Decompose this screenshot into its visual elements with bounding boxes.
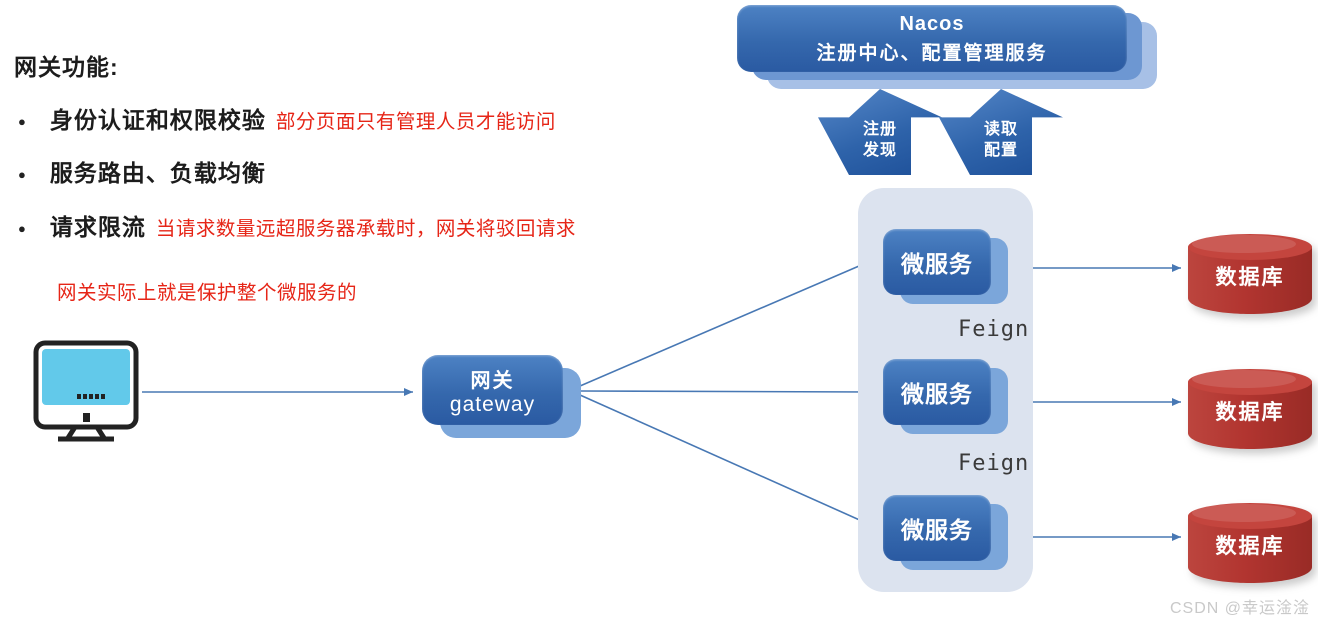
microservice-label: 微服务	[883, 495, 991, 561]
nacos-box-face: Nacos 注册中心、配置管理服务	[737, 5, 1127, 72]
nacos-subtitle: 注册中心、配置管理服务	[816, 42, 1048, 64]
read-config-label: 读取 配置	[939, 119, 1063, 161]
screen-dots	[77, 394, 105, 399]
desktop-computer-icon	[33, 340, 139, 442]
page-title: 网关功能:	[14, 54, 119, 80]
csdn-watermark: CSDN @幸运淦淦	[1169, 600, 1310, 617]
microservice-box-3: 微服务	[883, 495, 1008, 570]
microservice-box-1: 微服务	[883, 229, 1008, 304]
database-1: 数据库	[1188, 233, 1312, 315]
database-cylinder-icon	[1188, 369, 1312, 449]
feign-label-1: Feign	[958, 317, 1030, 342]
gateway-label-en: gateway	[449, 392, 536, 416]
gateway-label-cn: 网关	[470, 369, 515, 392]
arrow-gateway-to-ms2	[579, 387, 874, 396]
client-computer	[30, 337, 142, 443]
microservice-label: 微服务	[883, 229, 991, 295]
gateway-box-face: 网关 gateway	[422, 355, 563, 425]
nacos-box: Nacos 注册中心、配置管理服务	[737, 5, 1157, 89]
read-config-arrow: 读取 配置	[939, 89, 1063, 175]
arrow-gateway-to-ms1	[579, 259, 874, 387]
bullet-routing-label: 服务路由、负载均衡	[49, 160, 266, 186]
arrow-gateway-to-ms3	[579, 394, 874, 527]
database-label: 数据库	[1215, 266, 1285, 289]
bullet-auth-label: 身份认证和权限校验	[49, 107, 266, 133]
bullet-ratelimit: ● 请求限流 当请求数量远超服务器承载时，网关将驳回请求	[18, 208, 576, 242]
nacos-title: Nacos	[899, 12, 965, 35]
arrow-label-line: 配置	[983, 142, 1018, 159]
database-2: 数据库	[1188, 368, 1312, 450]
gateway-footnote: 网关实际上就是保护整个微服务的	[57, 282, 358, 304]
database-cylinder-icon	[1188, 503, 1312, 583]
bullet-auth: ● 身份认证和权限校验 部分页面只有管理人员才能访问	[18, 101, 556, 135]
database-3: 数据库	[1188, 502, 1312, 584]
gateway-box: 网关 gateway	[422, 355, 581, 438]
bullet-routing: ● 服务路由、负载均衡	[18, 154, 276, 188]
bullet-ratelimit-label: 请求限流	[49, 214, 146, 240]
microservice-box-2: 微服务	[883, 359, 1008, 434]
register-discover-label: 注册 发现	[818, 119, 942, 161]
database-cylinder-icon	[1188, 234, 1312, 314]
bullet-auth-note: 部分页面只有管理人员才能访问	[275, 111, 556, 133]
arrow-label-line: 注册	[862, 121, 897, 138]
bullet-icon: ●	[18, 221, 26, 236]
bullet-icon: ●	[18, 114, 26, 129]
database-label: 数据库	[1215, 535, 1285, 558]
arrow-label-line: 读取	[983, 121, 1018, 138]
feign-label-2: Feign	[958, 451, 1030, 476]
register-discover-arrow: 注册 发现	[818, 89, 942, 175]
microservice-label: 微服务	[883, 359, 991, 425]
database-label: 数据库	[1215, 401, 1285, 424]
arrow-label-line: 发现	[862, 142, 897, 159]
bullet-icon: ●	[18, 167, 26, 182]
bullet-ratelimit-note: 当请求数量远超服务器承载时，网关将驳回请求	[155, 218, 576, 240]
